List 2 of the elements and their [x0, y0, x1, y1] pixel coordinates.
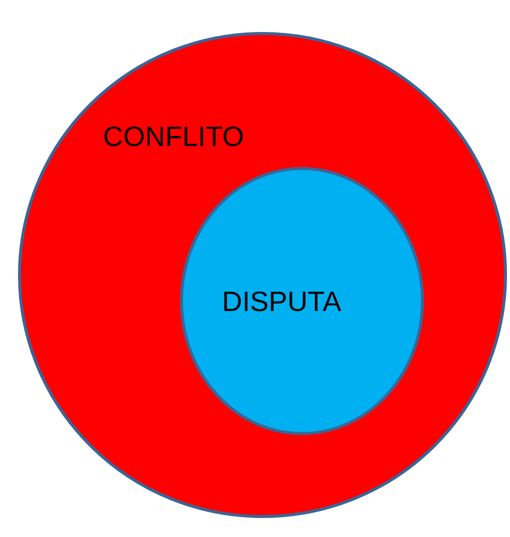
circle-label: DISPUTA — [222, 286, 342, 318]
circle-label: CONFLITO — [103, 121, 244, 153]
